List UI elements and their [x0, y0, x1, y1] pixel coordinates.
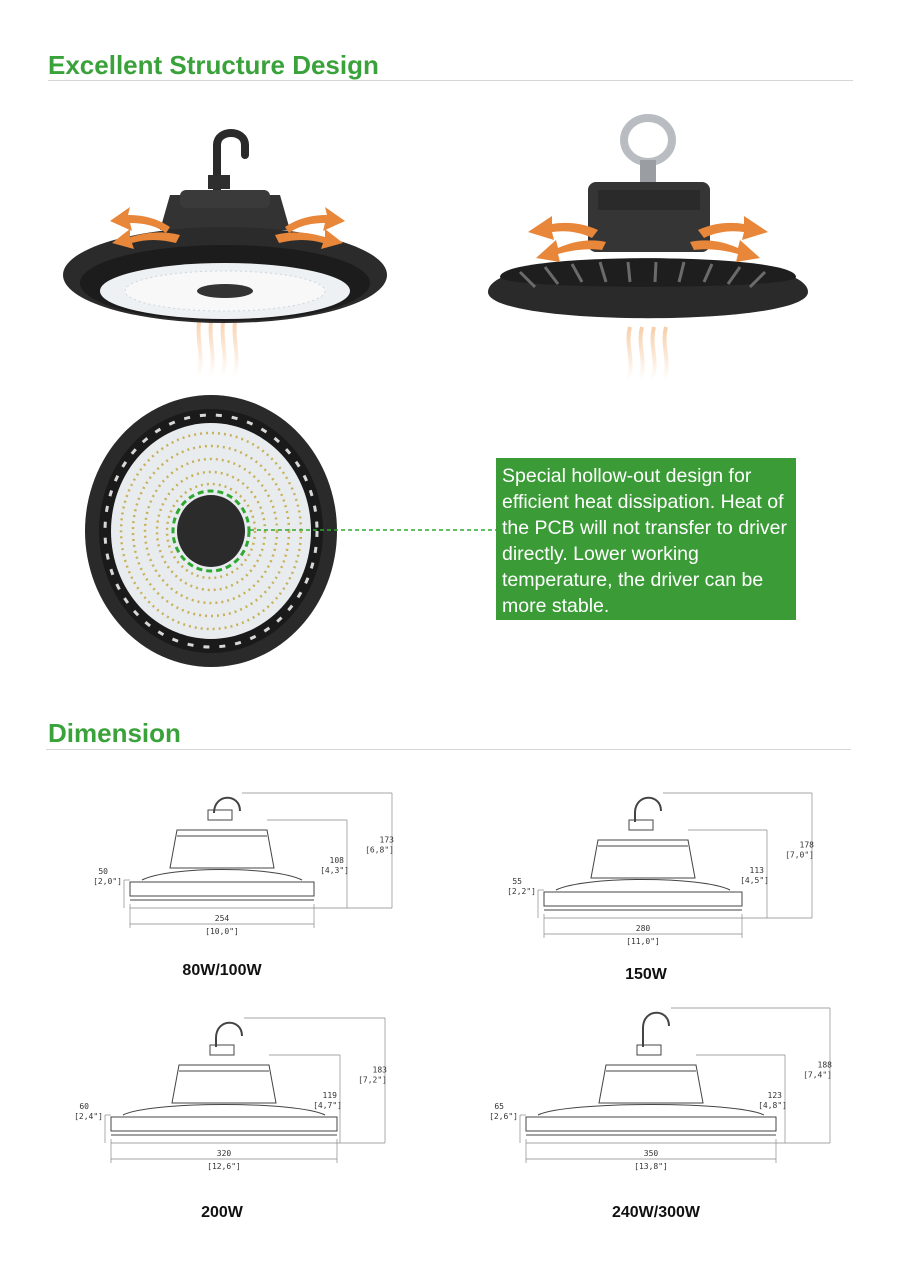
model-label-80-100w: 80W/100W [182, 962, 262, 979]
model-label-150w: 150W [625, 966, 667, 983]
dim-height-total-inch: [6,8"] [365, 846, 394, 855]
dim-height-body-inch: [4,3"] [320, 866, 349, 875]
dim-height-total: 178 [800, 841, 815, 850]
dim-height-rim-inch: [2,2"] [507, 887, 536, 896]
title-divider [48, 80, 853, 81]
dim-height-rim-inch: [2,0"] [93, 877, 122, 886]
dim-height-total: 188 [818, 1061, 833, 1070]
dimension-drawing-150w: 178[7,0"] 113[4,5"] 55[2,2"] 280 [11,0"] [507, 792, 815, 946]
dimension-drawing-200w: 183[7,2"] 119[4,7"] 60[2,4"] 320 [12,6"] [74, 1017, 388, 1171]
dim-diameter-inch: [11,0"] [626, 937, 660, 946]
dim-height-total-inch: [7,4"] [803, 1071, 832, 1080]
dimension-drawing-80-100w: 173[6,8"] 108[4,3"] 50[2,0"] 254 [10,0"] [93, 792, 395, 936]
dim-diameter-inch: [12,6"] [207, 1162, 241, 1171]
dim-diameter: 350 [644, 1149, 659, 1158]
dimension-drawing-240-300w: 188[7,4"] 123[4,8"] 65[2,6"] 350 [13,8"] [489, 1007, 833, 1171]
product-photo-eyebolt [488, 114, 808, 381]
dim-height-total-inch: [7,0"] [785, 851, 814, 860]
dim-diameter-inch: [10,0"] [205, 927, 239, 936]
dim-height-total-inch: [7,2"] [358, 1076, 387, 1085]
dim-height-total: 183 [373, 1066, 388, 1075]
dim-height-total: 173 [380, 836, 395, 845]
dim-height-body: 113 [750, 866, 765, 875]
dim-height-rim: 50 [98, 867, 108, 876]
dim-height-rim-inch: [2,6"] [489, 1112, 518, 1121]
dim-height-rim: 65 [494, 1102, 504, 1111]
product-photo-hook [63, 129, 387, 378]
dim-height-rim-inch: [2,4"] [74, 1112, 103, 1121]
dim-diameter-inch: [13,8"] [634, 1162, 668, 1171]
dim-height-rim: 55 [512, 877, 522, 886]
callout-connector-line [250, 529, 498, 531]
heat-dissipation-callout: Special hollow-out design for efficient … [496, 458, 796, 620]
dim-height-body: 119 [323, 1091, 338, 1100]
dim-height-body-inch: [4,8"] [758, 1101, 787, 1110]
model-label-200w: 200W [201, 1204, 243, 1221]
dimension-divider [46, 749, 851, 750]
dim-height-rim: 60 [79, 1102, 89, 1111]
dim-diameter: 320 [217, 1149, 232, 1158]
dim-diameter: 280 [636, 924, 651, 933]
dim-height-body-inch: [4,7"] [313, 1101, 342, 1110]
dim-diameter: 254 [215, 914, 230, 923]
model-label-240-300w: 240W/300W [611, 1204, 701, 1221]
dimension-title: Dimension [48, 718, 181, 748]
structure-title: Excellent Structure Design [48, 50, 379, 80]
dim-height-body: 123 [768, 1091, 783, 1100]
product-photo-bottom-view [85, 395, 337, 667]
dim-height-body-inch: [4,5"] [740, 876, 769, 885]
dim-height-body: 108 [330, 856, 345, 865]
